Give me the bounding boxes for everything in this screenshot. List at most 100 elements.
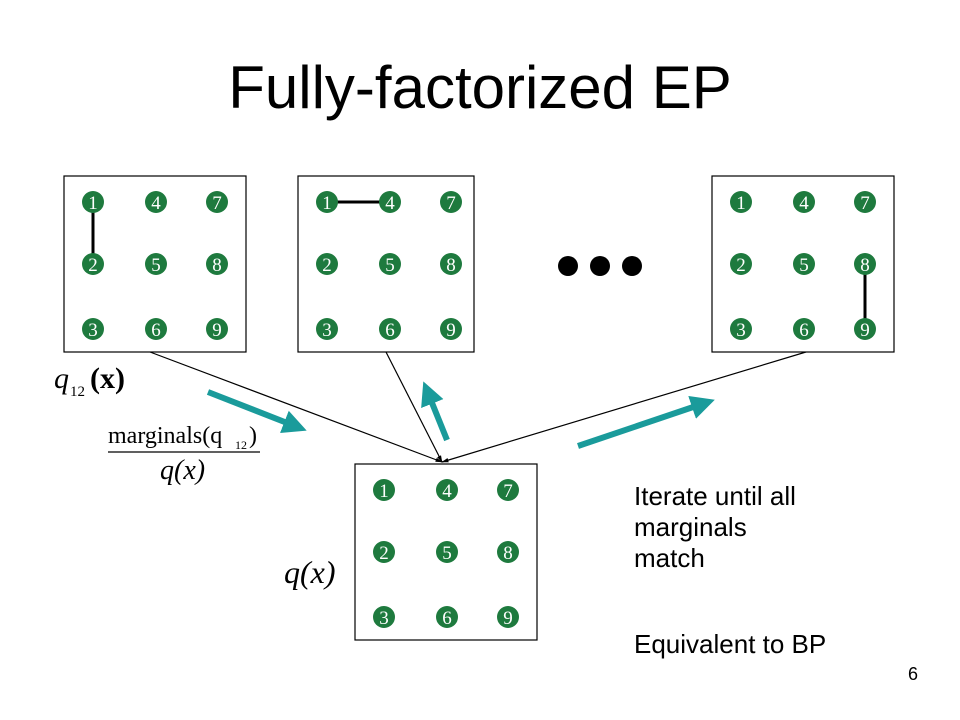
node-label: 3	[88, 320, 98, 341]
node-5: 5	[379, 253, 401, 276]
node-circle	[379, 191, 401, 213]
node-7: 7	[440, 191, 462, 214]
node-label: 4	[385, 193, 395, 214]
node-circle	[793, 253, 815, 275]
node-label: 2	[379, 543, 389, 564]
node-2: 2	[82, 253, 104, 276]
node-4: 4	[436, 479, 458, 502]
connector-lines	[149, 351, 807, 463]
marginals-fraction: marginals(q 12 ) q(x)	[108, 423, 260, 486]
node-label: 5	[799, 255, 809, 276]
node-circle	[373, 606, 395, 628]
node-1: 1	[82, 191, 104, 214]
q12-sub: 12	[70, 384, 85, 400]
node-4: 4	[379, 191, 401, 214]
fraction-num-close: )	[249, 423, 257, 449]
node-2: 2	[373, 541, 395, 564]
node-label: 5	[442, 543, 452, 564]
node-circle	[440, 191, 462, 213]
node-circle	[379, 253, 401, 275]
node-label: 6	[442, 608, 452, 629]
connector-q89	[441, 351, 807, 463]
node-label: 2	[88, 255, 98, 276]
node-label: 1	[322, 193, 332, 214]
node-5: 5	[436, 541, 458, 564]
node-circle	[440, 318, 462, 340]
node-circle	[793, 191, 815, 213]
node-label: 1	[379, 481, 389, 502]
grid-box-q14: 1 2 3 4 5 6 7 8 9	[297, 175, 475, 353]
node-label: 5	[385, 255, 395, 276]
node-4: 4	[793, 191, 815, 214]
node-7: 7	[854, 191, 876, 214]
node-label: 9	[503, 608, 513, 629]
node-label: 2	[736, 255, 746, 276]
node-label: 4	[442, 481, 452, 502]
node-circle	[793, 318, 815, 340]
node-6: 6	[379, 318, 401, 341]
ellipsis-dot	[622, 256, 642, 276]
fraction-denominator: q(x)	[160, 455, 205, 486]
node-6: 6	[145, 318, 167, 341]
node-label: 7	[446, 193, 456, 214]
node-label: 7	[212, 193, 222, 214]
node-3: 3	[316, 318, 338, 341]
node-4: 4	[145, 191, 167, 214]
node-circle	[497, 606, 519, 628]
node-circle	[730, 318, 752, 340]
node-circle	[145, 191, 167, 213]
node-label: 6	[799, 320, 809, 341]
slide-title: Fully-factorized EP	[228, 54, 732, 121]
node-1: 1	[730, 191, 752, 214]
node-circle	[436, 479, 458, 501]
node-circle	[373, 541, 395, 563]
node-circle	[379, 318, 401, 340]
node-label: 6	[385, 320, 395, 341]
node-circle	[497, 541, 519, 563]
node-label: 3	[736, 320, 746, 341]
connector-q12	[149, 351, 443, 463]
iterate-line: Iterate until all	[634, 481, 796, 511]
iterate-line: marginals	[634, 512, 747, 542]
ellipsis-dot	[590, 256, 610, 276]
node-9: 9	[497, 606, 519, 629]
teal-arrows	[206, 381, 715, 449]
node-circle	[316, 191, 338, 213]
fraction-num-sub: 12	[235, 438, 247, 452]
node-3: 3	[82, 318, 104, 341]
iterate-text: Iterate until all marginals match	[634, 481, 796, 574]
qx-label: q(x)	[284, 554, 336, 590]
node-3: 3	[730, 318, 752, 341]
node-label: 1	[736, 193, 746, 214]
node-1: 1	[316, 191, 338, 214]
node-label: 8	[212, 255, 222, 276]
node-2: 2	[316, 253, 338, 276]
q12-arg: (x)	[90, 362, 125, 395]
node-label: 9	[446, 320, 456, 341]
node-circle	[206, 318, 228, 340]
node-8: 8	[854, 253, 876, 276]
node-7: 7	[206, 191, 228, 214]
node-7: 7	[497, 479, 519, 502]
node-circle	[730, 191, 752, 213]
node-circle	[436, 606, 458, 628]
node-circle	[497, 479, 519, 501]
node-circle	[730, 253, 752, 275]
node-label: 4	[151, 193, 161, 214]
node-label: 3	[322, 320, 332, 341]
node-label: 8	[446, 255, 456, 276]
node-9: 9	[206, 318, 228, 341]
node-circle	[440, 253, 462, 275]
node-circle	[373, 479, 395, 501]
node-8: 8	[440, 253, 462, 276]
node-circle	[206, 253, 228, 275]
equivalent-text: Equivalent to BP	[634, 629, 827, 659]
node-6: 6	[436, 606, 458, 629]
node-circle	[854, 253, 876, 275]
node-label: 1	[88, 193, 98, 214]
node-circle	[854, 191, 876, 213]
arrow-to-q89	[577, 396, 715, 449]
node-label: 9	[212, 320, 222, 341]
